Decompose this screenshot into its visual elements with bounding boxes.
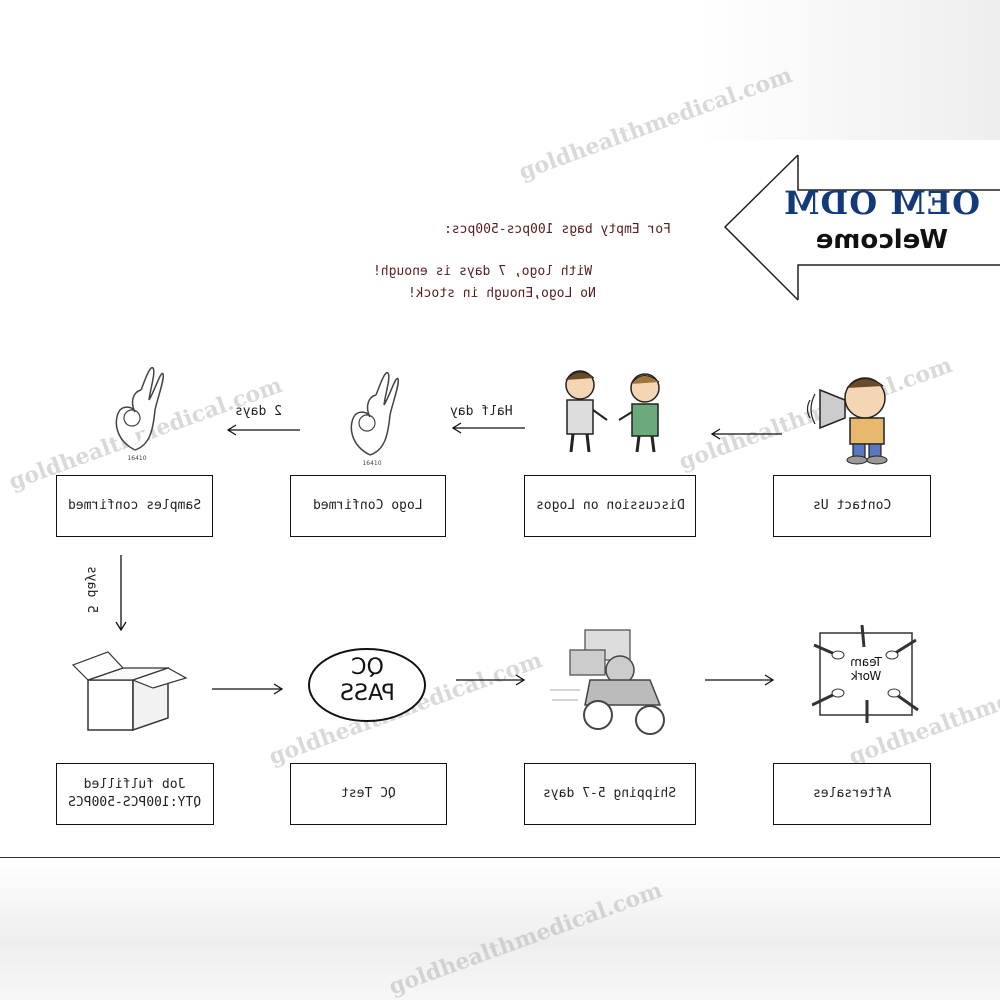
step-contact-us: Contact Us [773,475,931,537]
welcome-title: OEM ODM [783,184,980,222]
row2-arrows [212,674,775,695]
welcome-subtitle: Welcome [815,225,948,255]
svg-text:16410: 16410 [362,460,381,467]
step-label: Logo Confirmed [313,498,423,513]
step-label: Samples confirmed [67,498,202,513]
ok-hand-icon: 16410 [115,366,165,462]
top-right-fade [700,0,1000,140]
welcome-arrow [723,154,1000,301]
step-label: Aftersales [812,786,892,801]
step-label: Shipping 5-7 days [543,786,677,801]
note-with-logo: With logo, 7 days is enough! [373,264,593,279]
step-logo-confirmed: Logo Confirmed [290,475,446,537]
duration-2-days: 2 days [235,404,282,419]
ok-hand-icon: 16410 [350,371,400,467]
discussion-kids-icon [565,370,660,453]
note-no-logo: No Logo,Enough in stock! [408,286,596,301]
step-label: QC Test [341,786,396,801]
step-aftersales: Aftersales [773,763,931,825]
svg-text:16410: 16410 [127,455,146,462]
qc-pass-stamp [308,648,426,722]
team-work-icon [812,625,919,723]
step-label: Contact Us [812,498,892,513]
step-label: Discussion on Logos [535,498,685,513]
step-samples-confirmed: Samples confirmed [56,475,213,537]
divider [0,857,1000,858]
duration-5-days: 5 days [83,566,99,613]
open-box-icon [71,651,188,732]
megaphone-kid-icon [806,377,888,465]
step-job-fulfilled: Job fulfilled QTY:100PCS-500PCS [56,763,214,825]
step-discussion-on-logos: Discussion on Logos [524,475,696,537]
step-shipping: Shipping 5-7 days [524,763,696,825]
team-line: Team [850,655,882,669]
row1-arrows [226,422,782,440]
delivery-motorbike-icon [550,629,665,735]
note-empty-bags: For Empty bags 100pcs-500pcs: [444,222,671,237]
step-label: Job fulfilled QTY:100PCS-500PCS [68,777,202,810]
down-arrow [115,555,127,632]
step-qc-test: QC Test [290,763,447,825]
duration-half-day: Half day [450,404,513,419]
bottom-fade [0,858,1000,1000]
